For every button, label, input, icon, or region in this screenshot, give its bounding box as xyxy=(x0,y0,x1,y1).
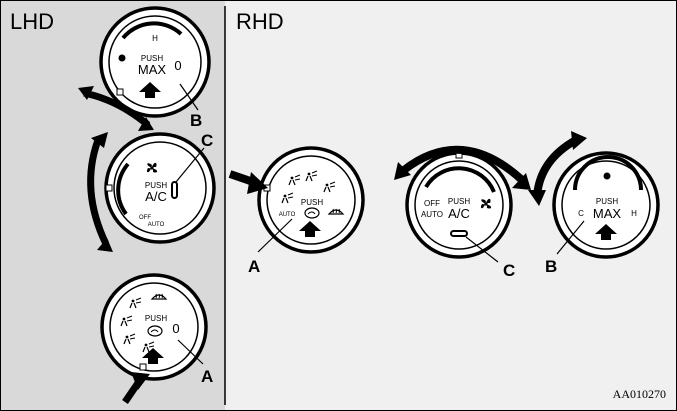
dial-notch-icon xyxy=(105,184,113,192)
arrow-head-icon xyxy=(528,190,546,206)
push-label: PUSH xyxy=(145,181,167,190)
lhd-temperature-dial[interactable]: H PUSH MAX 0 xyxy=(99,6,211,118)
rhd-callout-a: A xyxy=(248,257,260,276)
led-indicator: 0 xyxy=(172,321,179,336)
figure-code: AA010270 xyxy=(613,387,666,401)
auto-label: AUTO xyxy=(148,222,165,228)
arrow-head-icon xyxy=(78,86,94,100)
dial-notch-icon xyxy=(116,88,124,96)
push-label: PUSH xyxy=(596,197,618,206)
lhd-b-leader xyxy=(179,83,199,111)
lhd-callout-a: A xyxy=(201,367,213,386)
lhd-a-leader xyxy=(177,339,204,365)
push-label: PUSH xyxy=(141,54,163,63)
lhd-fan-rotate-arrow-icon xyxy=(87,138,110,246)
max-button-label: MAX xyxy=(593,206,622,221)
ac-button-label: A/C xyxy=(448,206,470,221)
dial-notch-icon xyxy=(139,363,147,371)
arrow-head-icon xyxy=(512,173,531,190)
rhd-title: RHD xyxy=(236,9,284,34)
lhd-c-leader xyxy=(175,147,205,183)
ac-indicator-icon xyxy=(450,230,468,237)
arrow-head-icon xyxy=(91,132,108,148)
lhd-callout-c: C xyxy=(201,131,213,150)
lhd-fan-dial[interactable]: PUSH A/C OFF AUTO xyxy=(104,132,216,244)
arrow-head-icon xyxy=(247,172,268,194)
hot-mark: H xyxy=(152,34,158,43)
push-label: PUSH xyxy=(145,314,167,323)
auto-label: AUTO xyxy=(279,212,296,218)
led-indicator: 0 xyxy=(174,58,181,73)
rhd-a-leader xyxy=(257,218,293,253)
ac-indicator-icon xyxy=(171,181,178,199)
lhd-mode-dial[interactable]: PUSH 0 xyxy=(100,273,208,381)
push-label: PUSH xyxy=(301,198,323,207)
cold-label: C xyxy=(578,209,584,218)
rhd-callout-b: B xyxy=(545,257,557,276)
hot-label: H xyxy=(631,209,637,218)
rhd-b-leader xyxy=(556,220,585,255)
arrow-head-icon xyxy=(131,372,150,390)
rhd-c-leader xyxy=(465,236,499,263)
lhd-temp-rotate-arrow-icon xyxy=(83,89,151,128)
temp-indicator-icon xyxy=(603,172,611,180)
off-label: OFF xyxy=(424,199,440,208)
lhd-callout-b: B xyxy=(190,111,202,130)
lhd-title: LHD xyxy=(10,9,54,34)
off-label: OFF xyxy=(139,215,151,221)
ac-button-label: A/C xyxy=(145,189,167,204)
rhd-temp-rotate-arrow-icon xyxy=(533,136,579,197)
auto-label: AUTO xyxy=(421,210,443,219)
arrow-head-icon xyxy=(138,117,154,131)
rhd-callout-c: C xyxy=(503,261,515,280)
arrow-head-icon xyxy=(571,131,587,150)
rhd-fan-rotate-arrow-icon xyxy=(401,145,525,183)
push-label: PUSH xyxy=(448,197,470,206)
max-button-label: MAX xyxy=(138,62,167,77)
rhd-fan-dial[interactable]: OFF AUTO PUSH A/C xyxy=(405,151,513,259)
arrow-head-icon xyxy=(97,238,113,252)
cold-mark-icon xyxy=(118,54,126,62)
arrow-head-icon xyxy=(394,162,411,180)
rhd-temperature-dial[interactable]: PUSH MAX C H xyxy=(552,151,660,259)
